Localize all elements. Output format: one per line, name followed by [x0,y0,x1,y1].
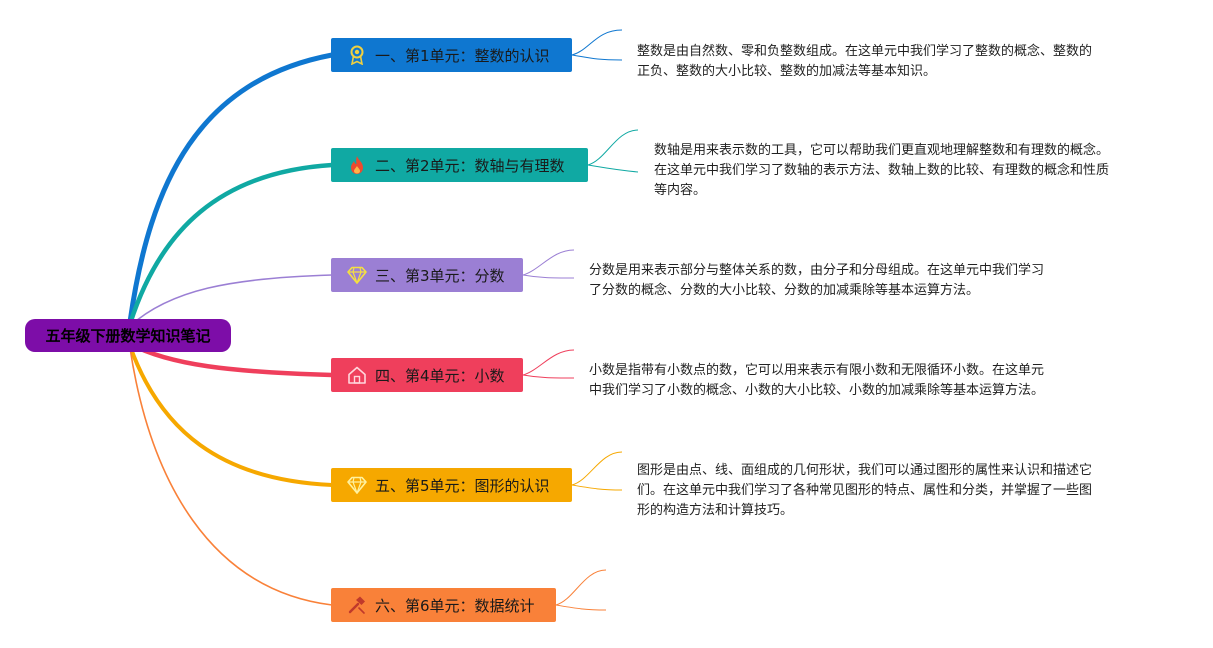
unit-5-note-line: 图形是由点、线、面组成的几何形状，我们可以通过图形的属性来认识和描述它 [637,463,1093,478]
unit-4-note-line: 小数是指带有小数点的数，它可以用来表示有限小数和无限循环小数。在这单元 [589,363,1045,378]
unit-node-3-label: 三、第3单元：分数 [375,266,505,285]
diamond-icon [347,265,367,285]
unit-5-note-line: 形的构造方法和计算技巧。 [637,503,794,518]
unit-1-note-line: 整数是由自然数、零和负整数组成。在这单元中我们学习了整数的概念、整数的 [637,44,1093,59]
unit-node-6[interactable]: 六、第6单元：数据统计 [331,588,556,622]
unit-node-2-label: 二、第2单元：数轴与有理数 [375,156,565,175]
unit-node-5-label: 五、第5单元：图形的认识 [375,476,550,495]
house-icon [347,365,367,385]
note-bracket-2 [587,129,639,173]
unit-3-note-line: 了分数的概念、分数的大小比较、分数的加减乘除等基本运算方法。 [589,283,980,298]
unit-node-1[interactable]: 一、第1单元：整数的认识 [331,38,572,72]
unit-3-note-line: 分数是用来表示部分与整体关系的数，由分子和分母组成。在这单元中我们学习 [589,263,1045,278]
unit-2-note-line: 等内容。 [654,183,707,198]
unit-node-1-label: 一、第1单元：整数的认识 [375,46,550,65]
unit-node-6-label: 六、第6单元：数据统计 [375,596,535,615]
unit-4-note: 小数是指带有小数点的数，它可以用来表示有限小数和无限循环小数。在这单元 中我们学… [589,361,1044,401]
unit-node-4[interactable]: 四、第4单元：小数 [331,358,523,392]
branch-line-5 [128,344,334,487]
unit-node-2[interactable]: 二、第2单元：数轴与有理数 [331,148,588,182]
fire-icon [347,155,367,175]
branch-line-6 [129,347,333,606]
unit-4-note-line: 中我们学习了小数的概念、小数的大小比较、小数的加减乘除等基本运算方法。 [589,383,1045,398]
unit-5-note: 图形是由点、线、面组成的几何形状，我们可以通过图形的属性来认识和描述它 们。在这… [637,461,1092,521]
unit-3-note: 分数是用来表示部分与整体关系的数，由分子和分母组成。在这单元中我们学习 了分数的… [589,261,1044,301]
unit-1-note-line: 正负、整数的大小比较、整数的加减法等基本知识。 [637,64,937,79]
diamond-icon [347,475,367,495]
root-node[interactable]: 五年级下册数学知识笔记 [25,319,231,352]
unit-node-3[interactable]: 三、第3单元：分数 [331,258,523,292]
unit-node-5[interactable]: 五、第5单元：图形的认识 [331,468,572,502]
branch-line-1 [127,52,335,325]
branch-line-3 [129,274,333,327]
unit-5-note-line: 们。在这单元中我们学习了各种常见图形的特点、属性和分类，并掌握了一些图 [637,483,1093,498]
branch-line-2 [127,162,335,327]
unit-node-4-label: 四、第4单元：小数 [375,366,505,385]
note-bracket-4 [522,349,575,379]
root-node-label: 五年级下册数学知识笔记 [45,327,211,345]
award-medal-icon [347,45,367,65]
note-bracket-6 [555,569,607,611]
unit-1-note: 整数是由自然数、零和负整数组成。在这单元中我们学习了整数的概念、整数的 正负、整… [637,42,1092,82]
note-bracket-3 [522,249,575,279]
unit-2-note-line: 数轴是用来表示数的工具，它可以帮助我们更直观地理解整数和有理数的概念。 [654,143,1110,158]
unit-2-note-line: 在这单元中我们学习了数轴的表示方法、数轴上数的比较、有理数的概念和性质 [654,163,1110,178]
note-bracket-1 [571,29,623,61]
unit-2-note: 数轴是用来表示数的工具，它可以帮助我们更直观地理解整数和有理数的概念。 在这单元… [654,141,1109,201]
hammer-icon [347,595,367,615]
note-bracket-5 [571,451,623,491]
